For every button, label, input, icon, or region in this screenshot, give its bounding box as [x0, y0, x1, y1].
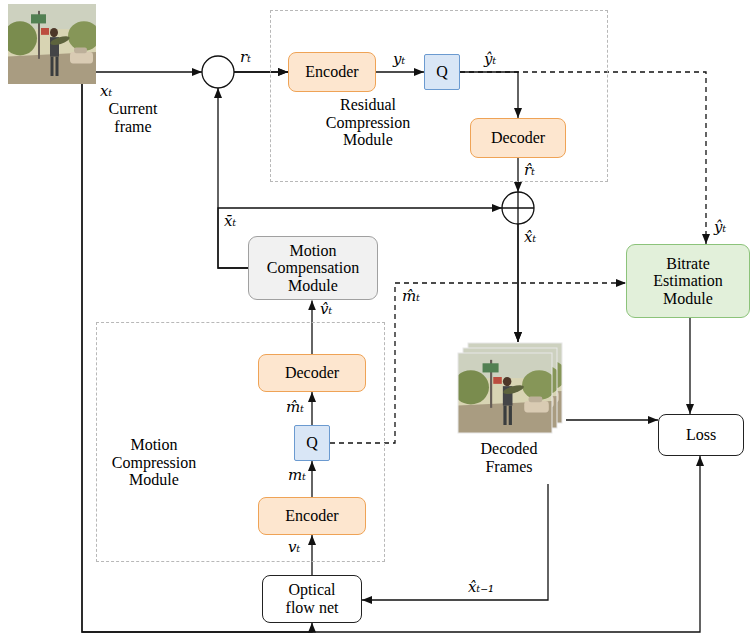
edge-label: v̂ₜ	[320, 300, 332, 318]
connector	[566, 419, 658, 420]
photo-frame	[458, 353, 552, 433]
node-text: Encoder	[305, 63, 358, 81]
connector	[689, 318, 690, 414]
module-group: Residual Compression Module Encoder Q Decod…	[270, 10, 608, 182]
decoder-box: Decoder	[470, 118, 566, 158]
edge-label: mₜ	[288, 466, 306, 484]
add-circle	[502, 192, 534, 224]
node-text: Motion Compensation Module	[255, 242, 371, 295]
bitrate-box: Bitrate Estimation Module	[626, 244, 750, 318]
signal-label: x̂ₜ	[524, 228, 536, 246]
edge-label: x̂ₜ₋₁	[468, 578, 494, 596]
edge-label: yₜ	[393, 50, 405, 68]
decoded-frames: Decoded Frames	[456, 342, 566, 484]
node-text: Motion Compression Module	[104, 436, 204, 489]
connector	[376, 71, 424, 72]
source-frame: Current frame	[8, 4, 96, 84]
signal-label: rₜ	[240, 48, 251, 66]
connector	[460, 72, 518, 118]
connector	[311, 535, 312, 575]
current-frame-photo	[3, 4, 100, 84]
node-text: Q	[436, 63, 448, 81]
node-text: Q	[306, 434, 318, 452]
edge-label: ŷₜ	[714, 218, 726, 236]
flow-net-box: Optical flow net	[262, 575, 362, 622]
loss-box: Loss	[658, 414, 744, 456]
connector	[362, 484, 548, 600]
arrowhead	[192, 68, 202, 76]
edge-label: m̂ₜ	[402, 287, 420, 305]
node-text: Encoder	[285, 507, 338, 525]
edge-label: m̂ₜ	[286, 398, 304, 416]
edge-label: vₜ	[288, 538, 300, 556]
decoded-frame-photo	[453, 353, 557, 433]
signal-label: x̄ₜ	[224, 212, 236, 230]
arrowhead	[492, 204, 502, 212]
arrowhead	[214, 88, 222, 98]
compensation-box: Motion Compensation Module	[248, 236, 378, 301]
node-text: Decoded Frames	[456, 440, 562, 475]
signal-label: xₜ	[100, 82, 112, 100]
connector	[311, 300, 312, 354]
node-text: Loss	[686, 426, 716, 444]
node-text: Bitrate Estimation Module	[638, 255, 738, 308]
node-text: Current frame	[102, 100, 164, 135]
node-text: Optical flow net	[274, 581, 350, 616]
encoder-box: Encoder	[288, 52, 376, 92]
arrowhead	[514, 182, 522, 192]
quantizer-box: Q	[294, 425, 330, 461]
signal-label: ŷₜ	[484, 50, 496, 68]
node-text: Decoder	[285, 364, 339, 382]
module-group: Motion Compression Module DecoderQ Encoder	[96, 322, 385, 562]
node-text: Residual Compression Module	[316, 96, 420, 149]
decoder-box: Decoder	[258, 354, 366, 392]
quantizer-box: Q	[424, 54, 460, 90]
connector	[311, 461, 312, 497]
connector	[330, 283, 626, 443]
edge-label: r̂ₜ	[524, 161, 535, 179]
subtract-circle	[202, 56, 234, 88]
plus-sign	[502, 192, 534, 224]
encoder-box: Encoder	[258, 497, 366, 535]
connector	[311, 392, 312, 425]
node-text: Decoder	[491, 129, 545, 147]
connector	[460, 72, 706, 244]
